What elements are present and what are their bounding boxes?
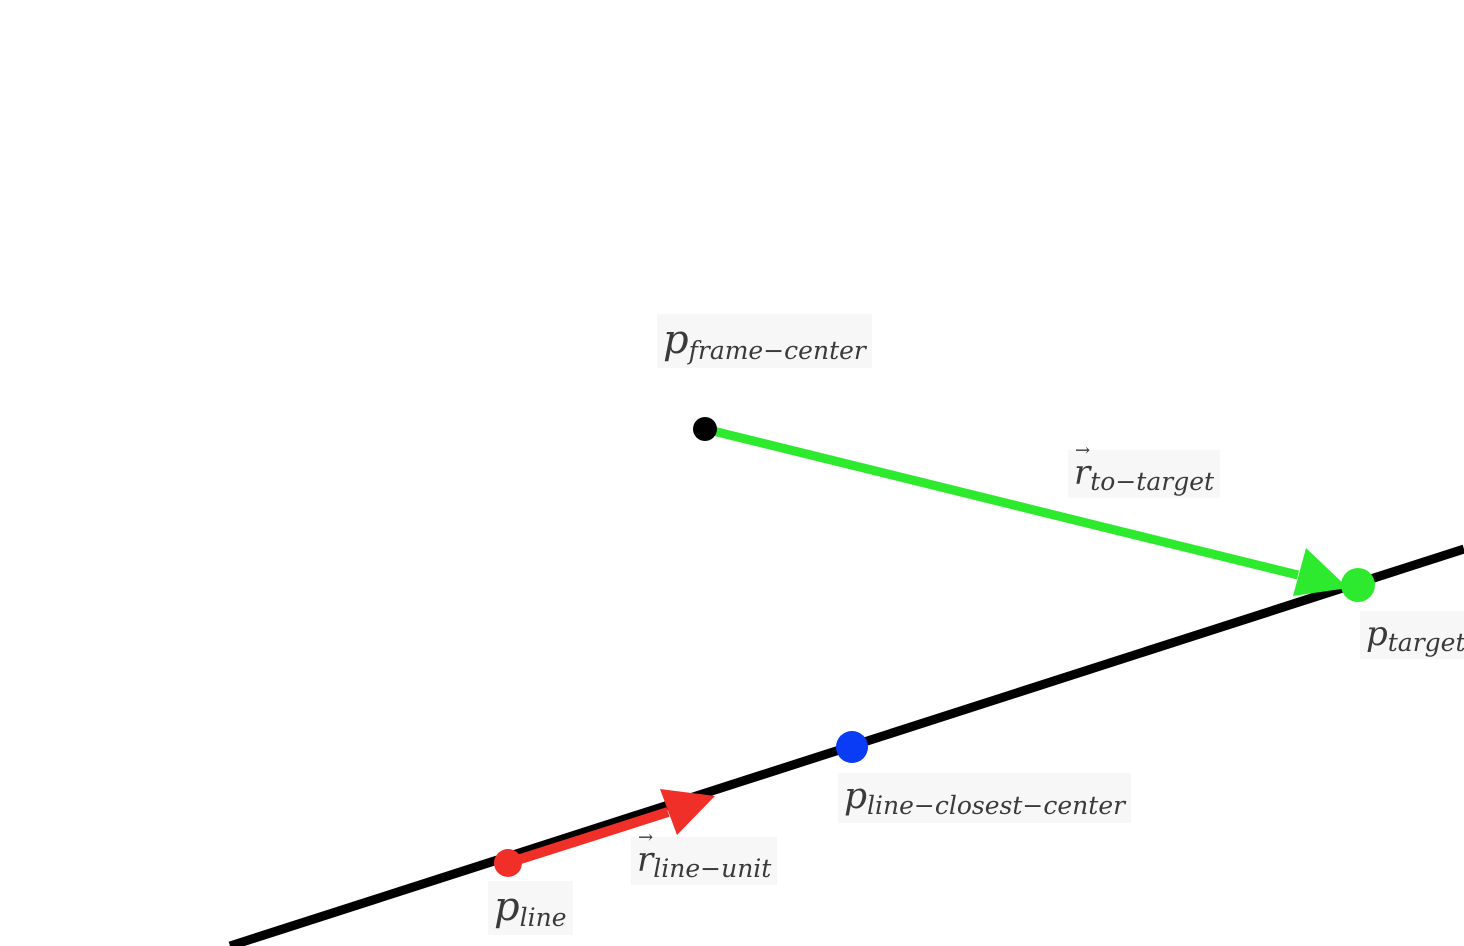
line-closest-center-point — [836, 731, 868, 763]
target-label-sub: target — [1387, 628, 1464, 657]
vector-arrow-icon: → — [1075, 440, 1091, 461]
closest-center-label-main: p — [844, 776, 868, 817]
line-label-main: p — [494, 884, 520, 930]
frame-center-point — [693, 417, 717, 441]
target-label: ptarget — [1360, 611, 1464, 659]
line-unit-label-sub: line−unit — [653, 854, 772, 883]
frame-center-label-sub: frame−center — [688, 336, 866, 365]
to-target-label-vector: r→ — [1074, 442, 1091, 493]
to-target-vector-arrowhead — [1293, 548, 1348, 596]
line-unit-vector-shaft — [506, 807, 670, 868]
line-label-sub: line — [519, 903, 567, 932]
line-unit-label-main: r — [637, 840, 654, 880]
line-label: pline — [488, 881, 573, 935]
vector-arrow-icon: → — [638, 827, 654, 848]
to-target-label-main: r — [1074, 453, 1091, 493]
to-target-label: r→to−target — [1068, 442, 1221, 498]
closest-center-label-sub: line−closest−center — [867, 791, 1126, 820]
line-unit-label-vector: r→ — [637, 829, 654, 880]
line-unit-vector-arrowhead — [660, 789, 715, 835]
target-point — [1341, 568, 1375, 602]
frame-center-label: pframe−center — [657, 314, 872, 368]
closest-center-label: pline−closest−center — [838, 773, 1132, 823]
to-target-label-sub: to−target — [1090, 467, 1215, 496]
line-unit-label: r→line−unit — [631, 829, 778, 885]
target-label-main: p — [1366, 614, 1388, 654]
line-point — [494, 849, 522, 877]
to-target-vector-shaft — [703, 424, 1300, 580]
frame-center-label-main: p — [663, 317, 689, 363]
